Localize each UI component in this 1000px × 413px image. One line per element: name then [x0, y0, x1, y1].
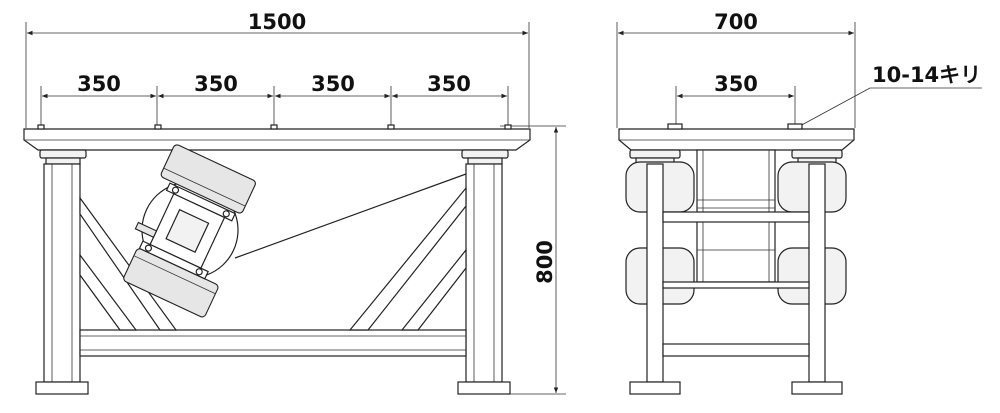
overall-width-label: 1500 [248, 10, 306, 34]
dimension-overall-width: 1500 [25, 10, 530, 128]
side-rubber-mounts [629, 149, 843, 165]
side-deck-plate [618, 123, 855, 151]
side-leg-left [629, 163, 681, 395]
hole-note-label: 10-14キリ [872, 63, 981, 87]
hole-note: 10-14キリ [797, 63, 982, 128]
side-view: 700 350 10-14キリ [616, 10, 982, 395]
side-leg-right [791, 163, 843, 395]
dimension-height: 800 [500, 125, 566, 395]
pitch-label-1: 350 [77, 72, 121, 96]
pitch-label-3: 350 [311, 72, 355, 96]
leg-right [457, 163, 511, 395]
deck-plate [23, 124, 531, 151]
diagonal-braces [79, 173, 467, 331]
front-view: 1500 350 350 350 350 800 [23, 10, 566, 395]
rubber-mount-right [461, 149, 509, 165]
dimension-hole-pitch: 350 [675, 72, 796, 128]
side-width-label: 700 [714, 10, 758, 34]
height-label: 800 [533, 240, 557, 284]
pitch-label-2: 350 [194, 72, 238, 96]
lower-beam [79, 329, 467, 357]
hole-pitch-label: 350 [714, 72, 758, 96]
vibration-motor [123, 144, 256, 318]
side-cross-members [662, 211, 810, 357]
leg-left [35, 163, 89, 395]
pitch-label-4: 350 [427, 72, 471, 96]
dimension-pitch-chain: 350 350 350 350 [40, 72, 509, 128]
dimension-side-width: 700 [616, 10, 856, 128]
rubber-mount-left [39, 149, 87, 165]
